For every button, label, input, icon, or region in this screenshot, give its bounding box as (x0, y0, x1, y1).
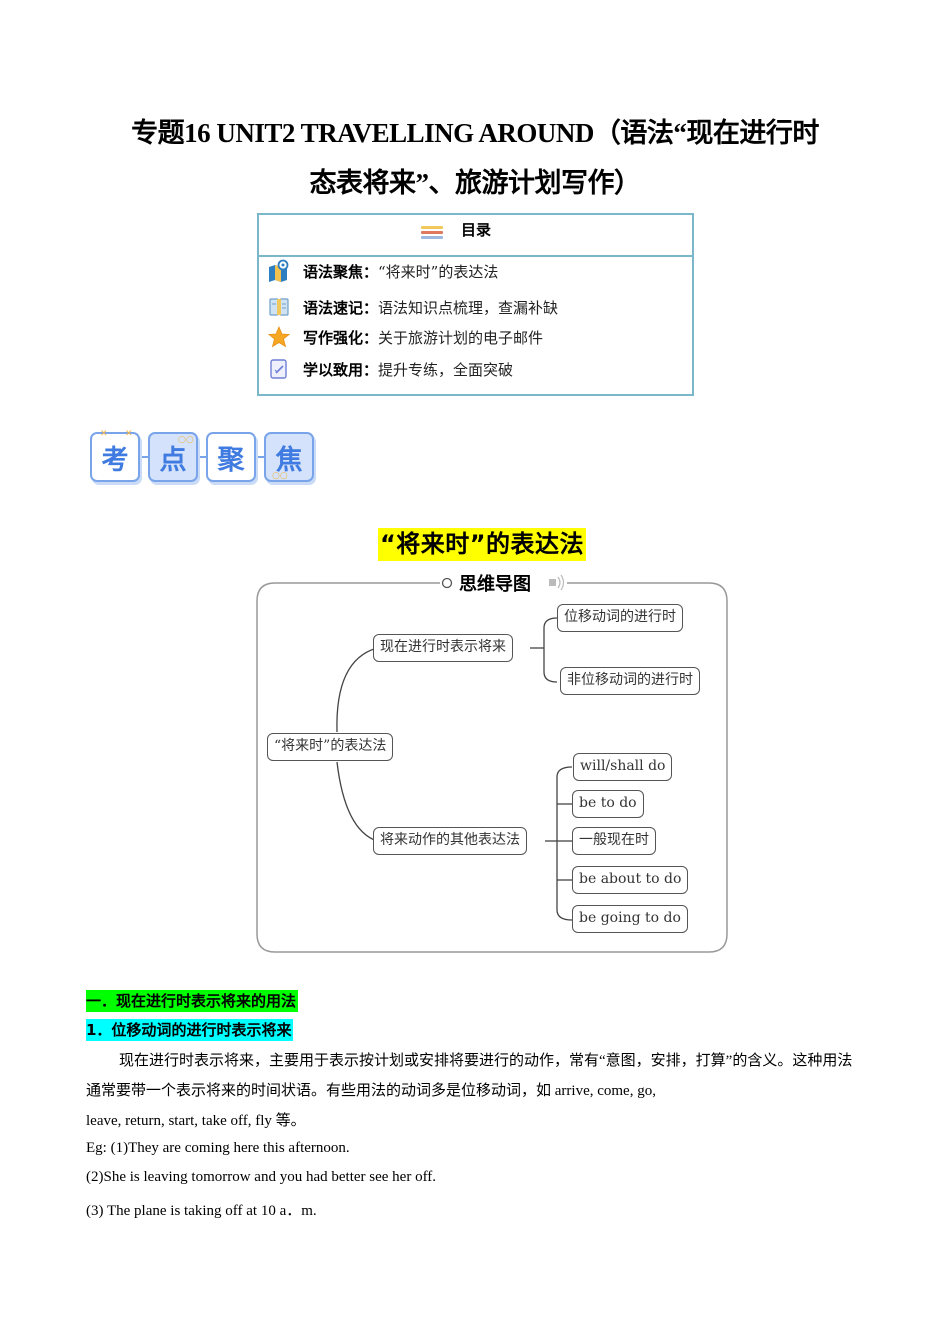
banner-connector (256, 456, 264, 458)
paragraph-line: 义。这种用法通常要带一个表示将来的时间状语。有些用法的动词多是位移动词，如 ar… (86, 1053, 853, 1099)
mind-map-leaf-node: be going to do (572, 905, 688, 933)
mind-map-leaf-node: 一般现在时 (572, 827, 656, 855)
mind-map-root-node: “将来时”的表达法 (267, 733, 394, 761)
mind-map-leaf-node: will/shall do (573, 753, 673, 781)
banner-char: 考 (101, 444, 129, 476)
banner-char-box: ○○ 点 (148, 432, 198, 482)
table-of-contents: 目录 语法聚焦： “将来时”的表达法 语法速记： 语法知识点梳理 (257, 213, 694, 396)
section-heading-2: 1．位移动词的进行时表示将来 (86, 1019, 294, 1041)
toc-item-key: 语法速记： (303, 298, 379, 317)
toc-item-writing[interactable]: 写作强化： 关于旅游计划的电子邮件 (267, 325, 543, 349)
section-heading-1: 一．现在进行时表示将来的用法 (86, 990, 299, 1012)
toc-item-value: “将来时”的表达法 (378, 262, 499, 281)
section-title: “将来时”的表达法 (378, 528, 587, 561)
list-icon (421, 226, 443, 242)
toc-item-key: 学以致用： (303, 360, 379, 379)
dots-icon: ○○ (178, 435, 194, 445)
mind-map-branch-node: 现在进行时表示将来 (373, 634, 513, 662)
paragraph-line: 现在进行时表示将来，主要用于表示按计划或安排将要进行的动作，常有“意图，安排，打… (119, 1053, 763, 1069)
mind-map-lines (256, 574, 728, 953)
mind-map-leaf-node: be to do (572, 790, 644, 818)
star-icon (267, 325, 291, 349)
paragraph-line: leave, return, start, take off, fly 等。 (86, 1113, 306, 1129)
banner-char: 聚 (217, 444, 245, 476)
mind-map-leaf-node: 位移动词的进行时 (557, 604, 683, 632)
toc-item-grammar-notes[interactable]: 语法速记： 语法知识点梳理，查漏补缺 (267, 295, 558, 319)
banner-connector (140, 456, 148, 458)
document-title-line-1: 专题16 UNIT2 TRAVELLING AROUND（语法“现在进行时 (131, 118, 819, 148)
toc-header: 目录 (259, 215, 692, 257)
open-book-icon (267, 295, 291, 319)
banner-char-box: 聚 (206, 432, 256, 482)
example-sentence: Eg: (1)They are coming here this afterno… (86, 1140, 350, 1156)
edit-note-icon (267, 357, 291, 381)
mind-map-leaf-node: be about to do (572, 866, 689, 894)
sparkle-icon: ✕ (125, 429, 133, 439)
example-sentence: (3) The plane is taking off at 10 a．m. (86, 1203, 317, 1219)
toc-heading: 目录 (461, 221, 492, 239)
toc-item-key: 语法聚焦： (303, 262, 379, 281)
banner-char-box: ✕ ✕ 考 (90, 429, 140, 482)
banner-connector (198, 456, 206, 458)
focus-banner: ✕ ✕ 考 ○○ 点 聚 ○○ 焦 (90, 429, 314, 482)
toc-item-value: 语法知识点梳理，查漏补缺 (378, 298, 559, 317)
toc-item-value: 关于旅游计划的电子邮件 (378, 328, 544, 347)
sparkle-icon: ✕ (100, 429, 108, 439)
toc-item-key: 写作强化： (303, 328, 379, 347)
explanation-paragraph: 现在进行时表示将来，主要用于表示按计划或安排将要进行的动作，常有“意图，安排，打… (86, 1046, 864, 1136)
document-title-line-2: 态表将来”、旅游计划写作） (309, 168, 642, 198)
banner-char: 焦 (275, 444, 303, 476)
banner-char: 点 (159, 444, 187, 476)
mind-map-branch-node: 将来动作的其他表达法 (373, 827, 527, 855)
toc-item-value: 提升专练，全面突破 (378, 360, 514, 379)
dots-icon: ○○ (272, 471, 288, 481)
banner-char-box: ○○ 焦 (264, 432, 314, 482)
mind-map: 思维导图 “将来时”的表达法 现在进行时表示将来 位移动词的进行时 非位移动词的… (255, 570, 729, 954)
toc-item-practice[interactable]: 学以致用： 提升专练，全面突破 (267, 357, 513, 381)
example-sentence: (2)She is leaving tomorrow and you had b… (86, 1169, 437, 1185)
toc-item-grammar-focus[interactable]: 语法聚焦： “将来时”的表达法 (267, 259, 498, 283)
mind-map-leaf-node: 非位移动词的进行时 (560, 667, 700, 695)
mind-map-header: 思维导图 (455, 570, 535, 596)
map-pin-icon (267, 259, 291, 283)
